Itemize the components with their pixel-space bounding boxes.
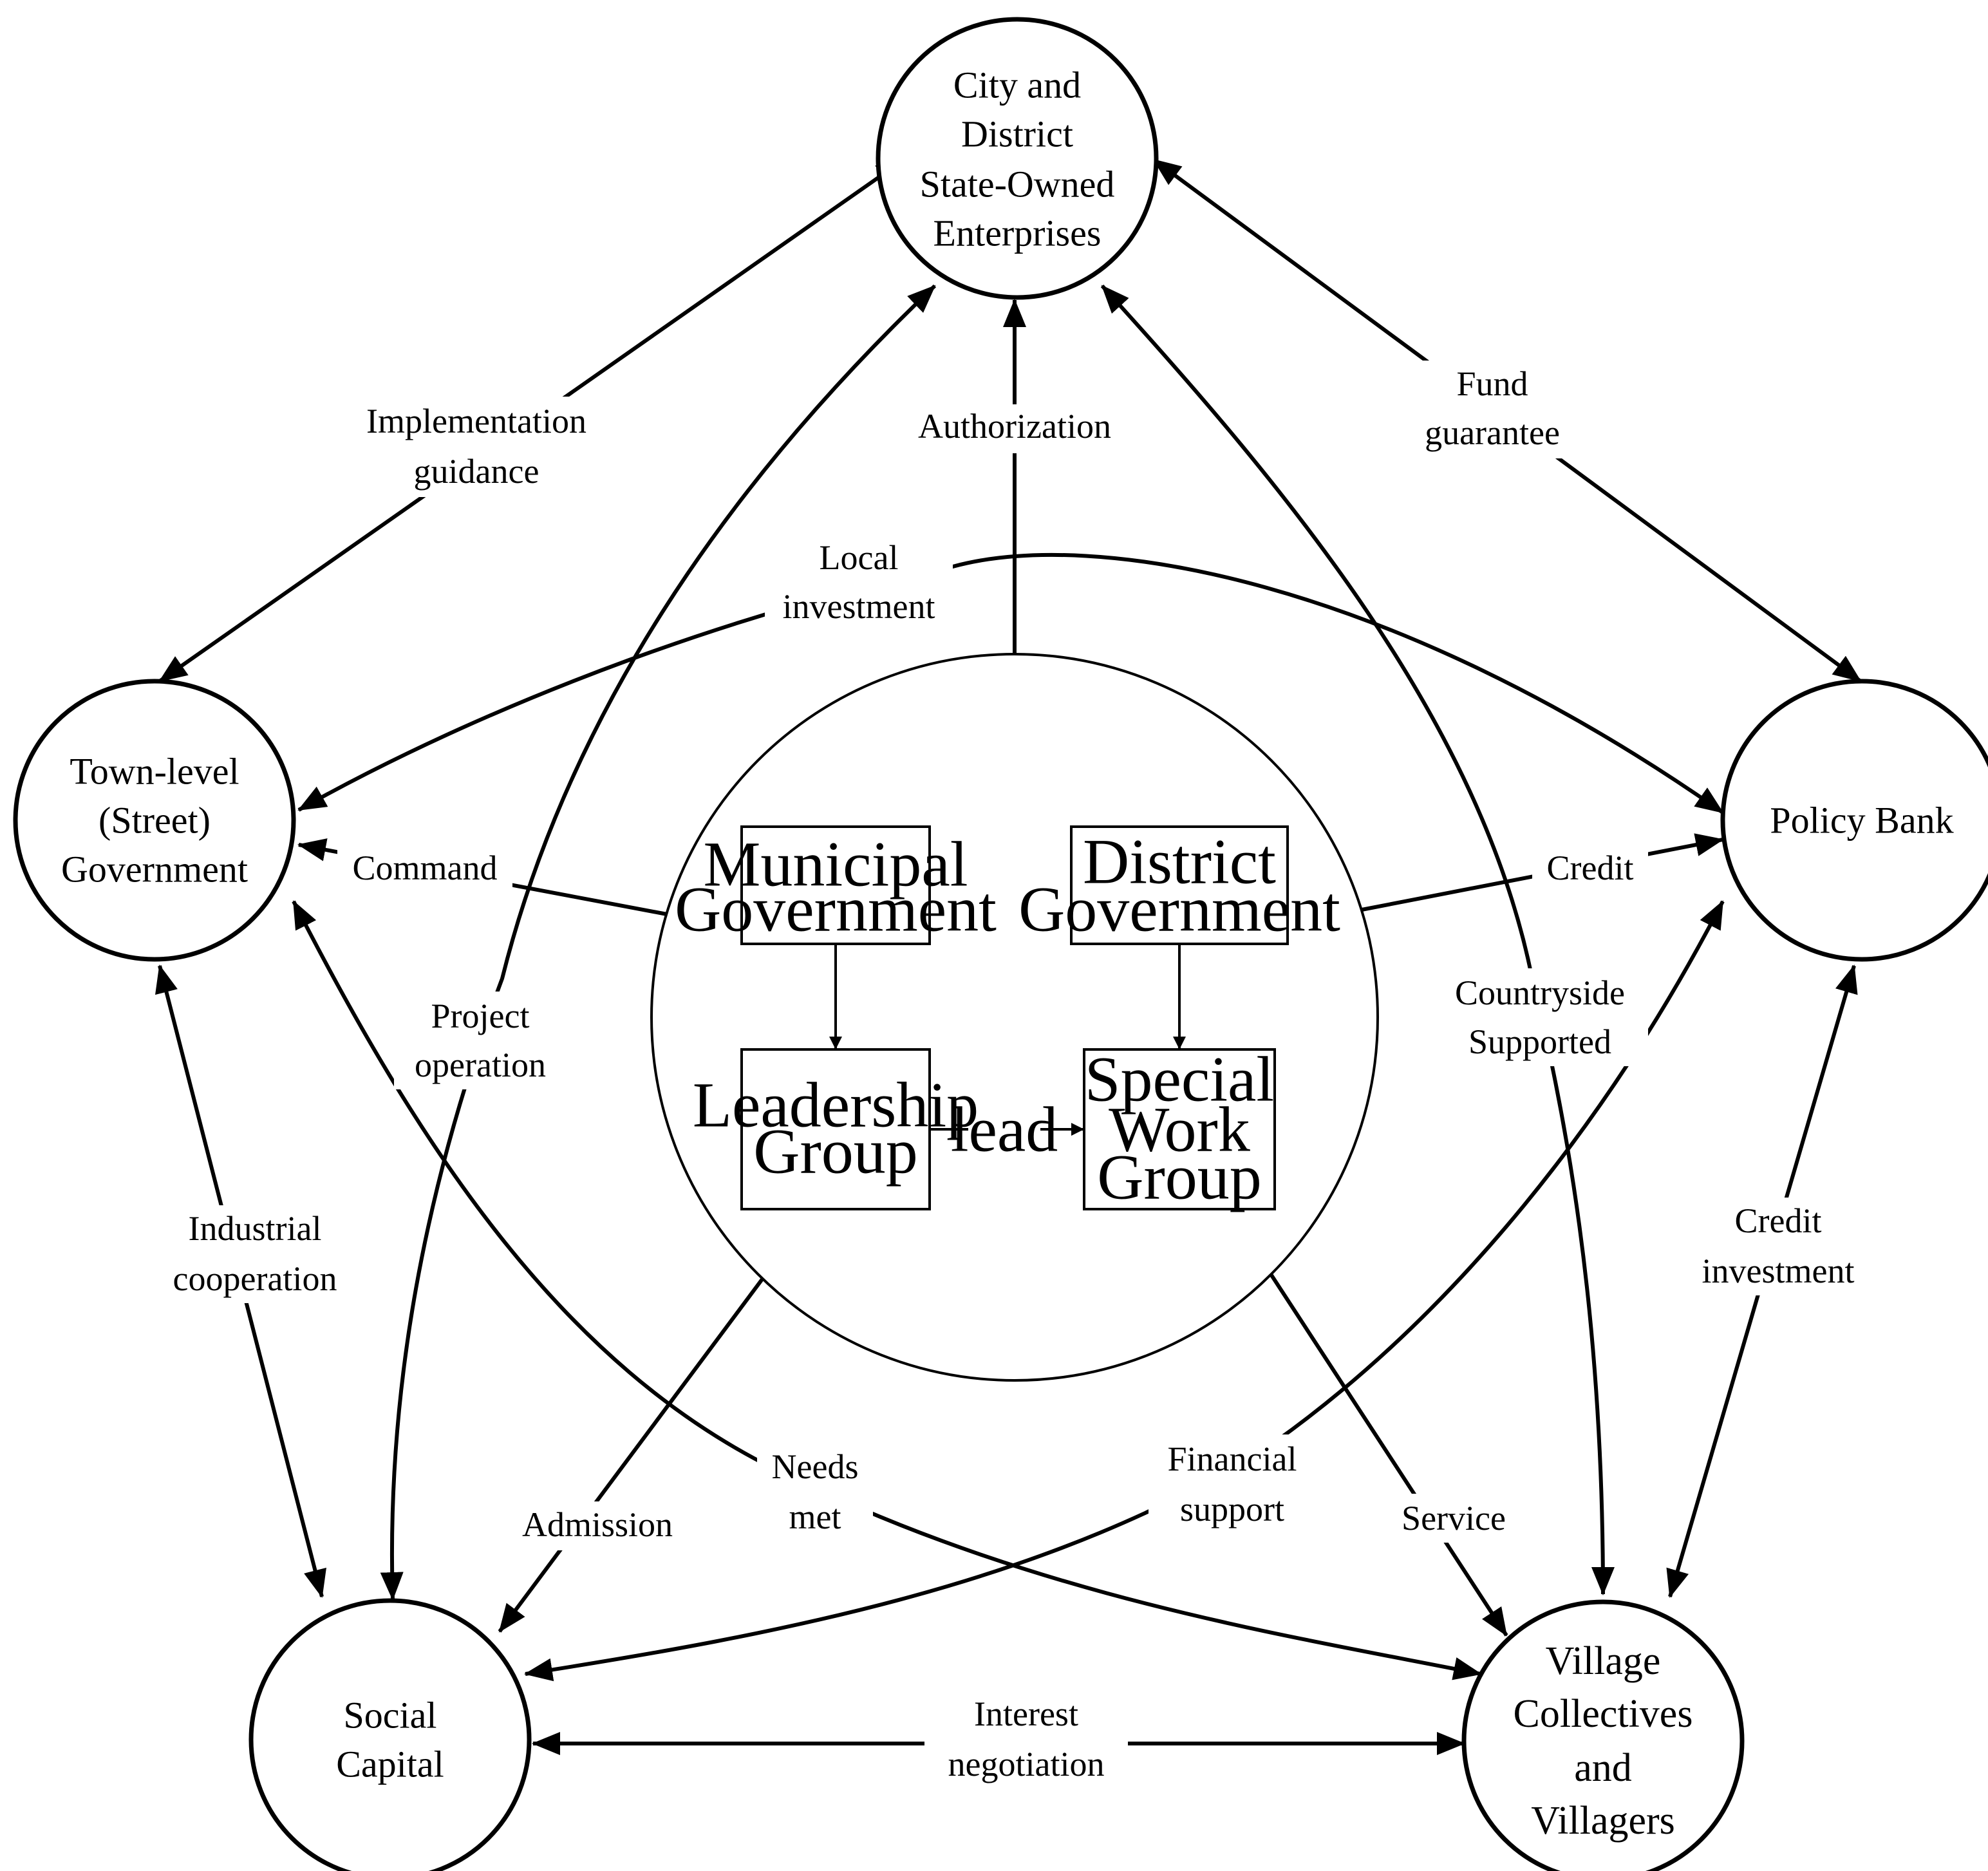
district-government-label: District Government (1018, 826, 1340, 945)
node-village-collectives-label: Village Collectives and Villagers (1514, 1639, 1693, 1843)
label-local-investment: Local investment (783, 538, 935, 626)
svg-text:Interest: Interest (974, 1695, 1078, 1733)
svg-text:Needs: Needs (772, 1447, 859, 1486)
svg-text:Collectives: Collectives (1514, 1692, 1693, 1736)
label-interest-negotiation: Interest negotiation (948, 1695, 1105, 1783)
svg-text:Local: Local (820, 538, 899, 577)
svg-text:Policy Bank: Policy Bank (1770, 800, 1953, 841)
svg-text:Group: Group (1097, 1142, 1262, 1213)
svg-text:Group: Group (753, 1116, 918, 1187)
label-project-operation: Project operation (415, 997, 546, 1084)
svg-text:operation: operation (415, 1046, 546, 1084)
special-work-group-box (1083, 1048, 1276, 1210)
label-command: Command (353, 849, 498, 887)
svg-text:Credit: Credit (1735, 1201, 1822, 1240)
edge-service (1268, 1271, 1508, 1637)
svg-text:Supported: Supported (1468, 1022, 1611, 1061)
label-fund-guarantee: Fund guarantee (1425, 364, 1560, 452)
svg-text:Financial: Financial (1168, 1440, 1297, 1478)
svg-text:Work: Work (1109, 1094, 1250, 1165)
leadership-group-label: Leadership Group (693, 1069, 979, 1187)
node-policy-bank (1720, 679, 1988, 962)
node-town-government-label: Town-level (Street) Government (61, 751, 248, 890)
node-soe-label: City and District State-Owned Enterprise… (920, 64, 1115, 254)
svg-text:Command: Command (353, 849, 498, 887)
svg-text:cooperation: cooperation (173, 1259, 337, 1298)
district-government-box (1070, 825, 1289, 945)
svg-text:negotiation: negotiation (948, 1745, 1105, 1783)
svg-text:Implementation: Implementation (366, 402, 586, 440)
label-countryside-supported: Countryside Supported (1455, 973, 1625, 1061)
svg-text:Fund: Fund (1456, 364, 1528, 403)
svg-text:guarantee: guarantee (1425, 413, 1560, 452)
svg-text:State-Owned: State-Owned (920, 164, 1115, 205)
node-soe (876, 17, 1159, 300)
svg-text:Village: Village (1546, 1639, 1661, 1683)
svg-text:and: and (1574, 1746, 1632, 1790)
edge-admission (498, 1271, 769, 1633)
svg-text:(Street): (Street) (98, 800, 211, 841)
svg-text:investment: investment (783, 587, 935, 626)
svg-text:Project: Project (431, 997, 530, 1035)
svg-text:Admission: Admission (522, 1505, 673, 1544)
special-work-group-label: Special Work Group (1085, 1044, 1274, 1213)
svg-text:investment: investment (1702, 1252, 1855, 1290)
node-social-capital-label: Social Capital (336, 1695, 444, 1785)
node-social-capital (248, 1598, 532, 1871)
svg-text:Government: Government (61, 849, 248, 890)
svg-text:Credit: Credit (1547, 849, 1634, 887)
svg-text:District: District (1083, 826, 1276, 898)
label-industrial-cooperation: Industrial cooperation (173, 1209, 337, 1298)
svg-text:Municipal: Municipal (703, 829, 968, 900)
leadership-group-box (740, 1048, 931, 1210)
svg-text:Enterprises: Enterprises (933, 212, 1102, 254)
svg-text:Capital: Capital (336, 1744, 444, 1785)
label-credit-investment: Credit investment (1702, 1201, 1855, 1290)
svg-text:District: District (961, 113, 1073, 155)
label-needs-met: Needs met (772, 1447, 859, 1536)
center-circle (650, 653, 1379, 1382)
svg-text:Countryside: Countryside (1455, 973, 1625, 1012)
label-authorization: Authorization (918, 407, 1111, 446)
svg-text:support: support (1180, 1490, 1284, 1528)
svg-text:Special: Special (1085, 1044, 1274, 1115)
node-village-collectives (1461, 1599, 1745, 1871)
svg-text:Government: Government (1018, 874, 1340, 945)
svg-text:met: met (789, 1498, 841, 1536)
node-policy-bank-label: Policy Bank (1770, 800, 1953, 841)
svg-text:Social: Social (344, 1695, 437, 1736)
svg-text:Villagers: Villagers (1531, 1799, 1675, 1843)
svg-text:City and: City and (953, 64, 1081, 106)
svg-text:Town-level: Town-level (70, 751, 239, 793)
svg-text:Industrial: Industrial (189, 1209, 322, 1248)
label-implementation-guidance: Implementation guidance (366, 402, 586, 491)
label-admission: Admission (522, 1505, 673, 1544)
label-service: Service (1402, 1499, 1506, 1537)
lead-label: lead (951, 1094, 1058, 1165)
svg-text:guidance: guidance (414, 452, 539, 491)
label-financial-support: Financial support (1168, 1440, 1297, 1528)
svg-text:Government: Government (675, 874, 997, 945)
svg-text:Leadership: Leadership (693, 1069, 979, 1141)
municipal-government-box (740, 825, 931, 945)
node-town-government (13, 679, 296, 962)
svg-text:Authorization: Authorization (918, 407, 1111, 446)
svg-text:Service: Service (1402, 1499, 1506, 1537)
municipal-government-label: Municipal Government (675, 829, 997, 945)
label-credit: Credit (1547, 849, 1634, 887)
